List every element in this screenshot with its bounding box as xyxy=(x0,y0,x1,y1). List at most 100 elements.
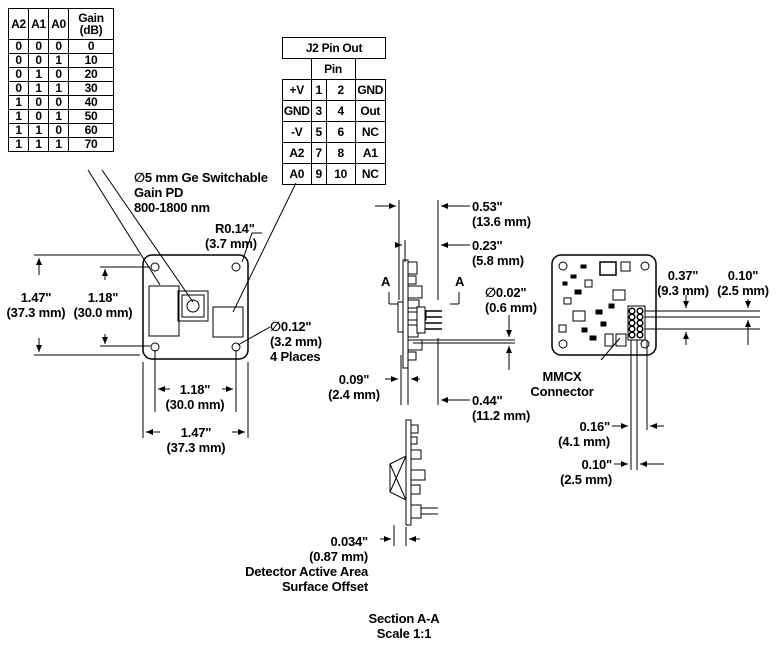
radius-label-in: R0.14" xyxy=(215,221,255,236)
side-009-in: 0.09" xyxy=(338,372,370,387)
side-023-mm: (5.8 mm) xyxy=(472,253,524,268)
leader-pd xyxy=(101,169,194,303)
side-total-mm: (13.6 mm) xyxy=(472,214,531,229)
back-010-right-in: 0.10" xyxy=(727,268,759,283)
pin-diameter-mm: (0.6 mm) xyxy=(485,300,537,315)
hole-label: ∅0.12" (3.2 mm) 4 Places xyxy=(270,319,322,364)
leader-radius xyxy=(241,232,262,263)
back-010-bottom-in: 0.10" xyxy=(581,457,613,472)
side-044-label: 0.44" (11.2 mm) xyxy=(472,393,530,423)
header-a2: A2 xyxy=(8,8,29,40)
back-037-label: 0.37" (9.3 mm) xyxy=(650,268,716,298)
header-gain-label: Gain (dB) xyxy=(78,11,104,37)
hole-label-mm: (3.2 mm) xyxy=(270,334,322,349)
front-view-board xyxy=(142,254,249,360)
width-outer-label: 1.47" (37.3 mm) xyxy=(156,425,236,455)
side-009-label: 0.09" (2.4 mm) xyxy=(324,372,384,402)
height-outer-label: 1.47" (37.3 mm) xyxy=(0,290,72,320)
section-a-left: A xyxy=(381,274,391,289)
height-inner-label: 1.18" (30.0 mm) xyxy=(66,290,140,320)
j2-table-cell: NC xyxy=(354,163,386,185)
side-044-mm: (11.2 mm) xyxy=(472,408,531,423)
back-037-mm: (9.3 mm) xyxy=(657,283,709,298)
section-a-a xyxy=(389,419,438,526)
j2-pin-header: Pin xyxy=(310,58,356,80)
back-010-right-label: 0.10" (2.5 mm) xyxy=(710,268,776,298)
j2-table-cell: 10 xyxy=(325,163,356,185)
j2-table-cell: 1 xyxy=(310,79,327,101)
leader-table-to-board xyxy=(87,169,161,286)
width-outer-in: 1.47" xyxy=(180,425,212,440)
leader-j2 xyxy=(232,182,297,313)
leader-hole xyxy=(237,326,271,346)
width-outer-mm: (37.3 mm) xyxy=(166,440,226,455)
gain-table-cell: 30 xyxy=(68,81,114,96)
side-023-in: 0.23" xyxy=(472,238,503,253)
mmcx-label-line1: MMCX xyxy=(542,369,582,384)
offset-desc1: Detector Active Area xyxy=(245,564,368,579)
photodiode-label: ∅5 mm Ge Switchable Gain PD 800-1800 nm xyxy=(134,170,268,215)
section-title-line1: Section A-A xyxy=(368,611,440,626)
back-010-bottom-label: 0.10" (2.5 mm) xyxy=(540,457,612,487)
section-title: Section A-A Scale 1:1 xyxy=(360,611,448,641)
side-total-label: 0.53" (13.6 mm) xyxy=(472,199,531,229)
height-outer-in: 1.47" xyxy=(20,290,52,305)
offset-label: 0.034" (0.87 mm) Detector Active Area Su… xyxy=(200,534,368,594)
gain-table-cell: 1 xyxy=(48,137,69,152)
radius-label-mm: (3.7 mm) xyxy=(205,236,257,251)
back-016-mm: (4.1 mm) xyxy=(558,434,610,449)
pin-diameter-label: ∅0.02" (0.6 mm) xyxy=(485,285,537,315)
leader-mmcx xyxy=(600,337,621,361)
back-view-board xyxy=(551,254,657,356)
section-a-right: A xyxy=(455,274,465,289)
j2-table-cell: GND xyxy=(354,79,386,101)
width-inner-in: 1.18" xyxy=(179,382,211,397)
photodiode-label-line2: Gain PD xyxy=(134,185,184,200)
hole-label-count: 4 Places xyxy=(270,349,321,364)
back-037-in: 0.37" xyxy=(667,268,699,283)
back-016-label: 0.16" (4.1 mm) xyxy=(540,419,610,449)
side-023-label: 0.23" (5.8 mm) xyxy=(472,238,524,268)
gain-table-cell: 70 xyxy=(68,137,114,152)
radius-label: R0.14" (3.7 mm) xyxy=(205,221,257,251)
height-inner-in: 1.18" xyxy=(87,290,119,305)
height-inner-mm: (30.0 mm) xyxy=(73,305,133,320)
back-010-bottom-mm: (2.5 mm) xyxy=(560,472,612,487)
j2-table-cell: NC xyxy=(354,121,386,143)
mmcx-label-line2: Connector xyxy=(530,384,594,399)
j2-table-cell: A1 xyxy=(354,142,386,164)
back-016-in: 0.16" xyxy=(579,419,611,434)
width-inner-mm: (30.0 mm) xyxy=(165,397,225,412)
gain-table-header: A2 A1 A0 Gain (dB) xyxy=(8,8,114,40)
hole-label-in: ∅0.12" xyxy=(270,319,312,334)
photodiode-label-line3: 800-1800 nm xyxy=(134,200,210,215)
offset-in: 0.034" xyxy=(330,534,369,549)
side-009-mm: (2.4 mm) xyxy=(328,387,380,402)
back-010-right-mm: (2.5 mm) xyxy=(717,283,769,298)
side-044-in: 0.44" xyxy=(472,393,503,408)
height-outer-mm: (37.3 mm) xyxy=(6,305,66,320)
photodiode-label-line1: ∅5 mm Ge Switchable xyxy=(134,170,268,185)
section-title-line2: Scale 1:1 xyxy=(376,626,432,641)
width-inner-label: 1.18" (30.0 mm) xyxy=(158,382,232,412)
mmcx-label: MMCX Connector xyxy=(524,369,600,399)
offset-mm: (0.87 mm) xyxy=(309,549,368,564)
side-total-in: 0.53" xyxy=(472,199,503,214)
side-view-board xyxy=(397,259,515,369)
offset-desc2: Surface Offset xyxy=(281,579,368,594)
j2-table-cell: 9 xyxy=(310,163,327,185)
pin-diameter-in: ∅0.02" xyxy=(485,285,527,300)
